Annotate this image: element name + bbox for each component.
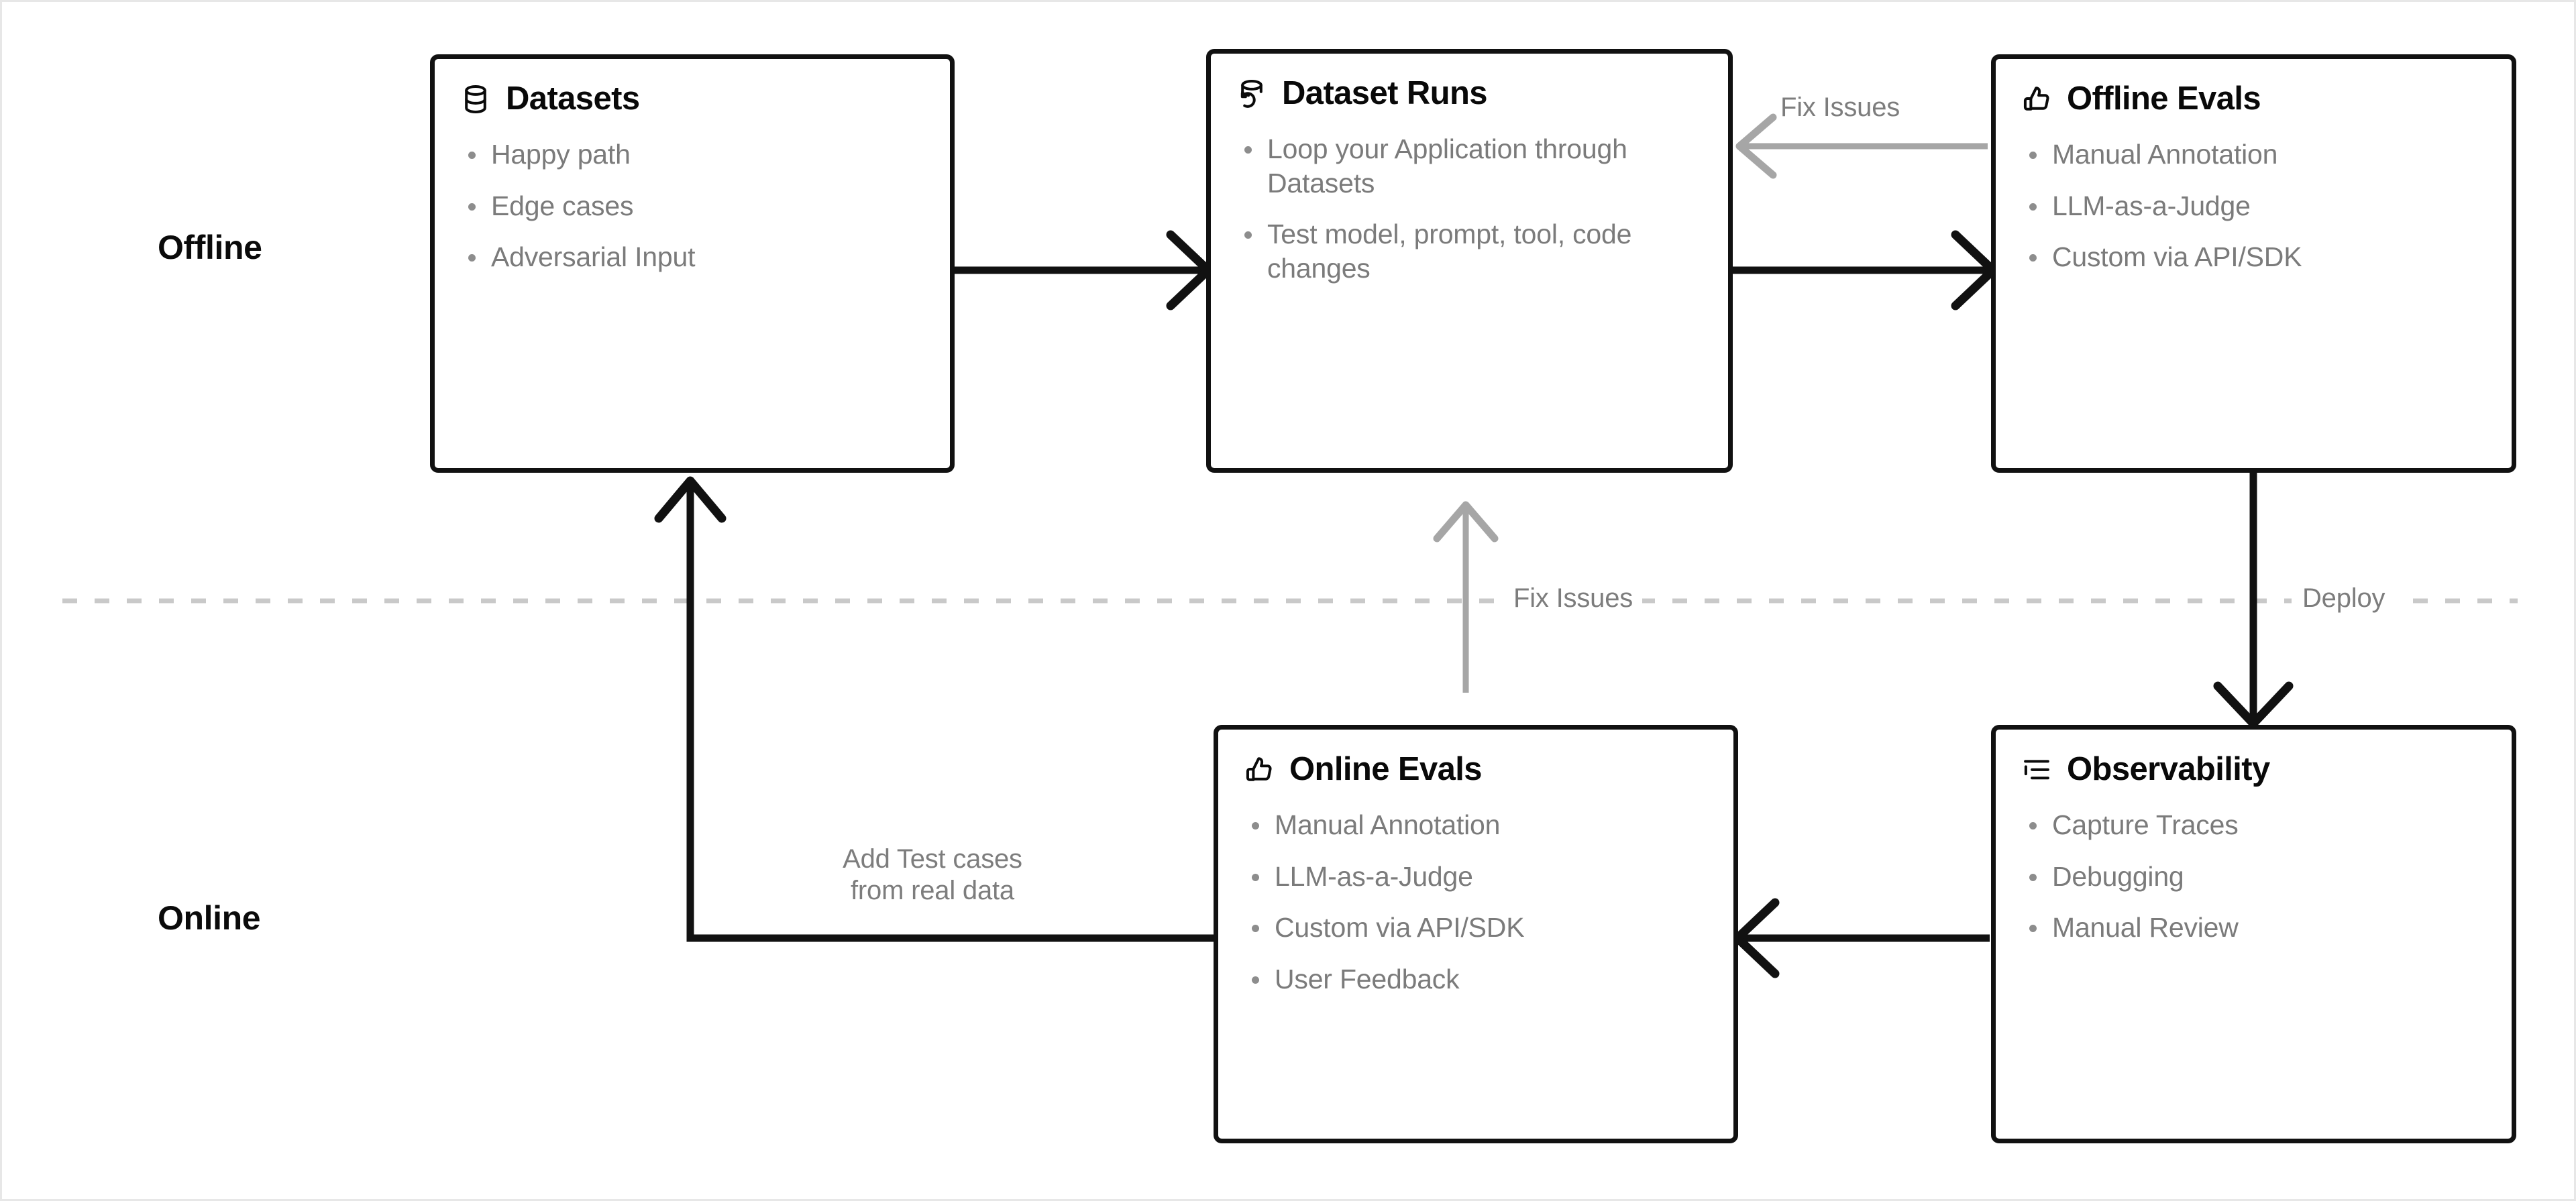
edge-dataset-runs-to-offline-evals: [1733, 230, 1998, 310]
list-item: Loop your Application through Datasets: [1236, 132, 1703, 200]
edge-offline-evals-to-dataset-runs: [1735, 113, 1988, 179]
list-item: LLM-as-a-Judge: [2021, 189, 2486, 223]
node-observability[interactable]: Observability Capture Traces Debugging M…: [1991, 725, 2516, 1143]
edge-datasets-to-dataset-runs: [955, 230, 1213, 310]
node-datasets[interactable]: Datasets Happy path Edge cases Adversari…: [430, 54, 955, 473]
node-online-evals-list: Manual Annotation LLM-as-a-Judge Custom …: [1244, 808, 1708, 996]
list-item: Manual Annotation: [2021, 137, 2486, 171]
node-offline-evals-header: Offline Evals: [2021, 80, 2486, 117]
row-label-online: Online: [158, 899, 261, 937]
list-item: Manual Annotation: [1244, 808, 1708, 842]
node-datasets-title: Datasets: [506, 80, 640, 117]
node-offline-evals-list: Manual Annotation LLM-as-a-Judge Custom …: [2021, 137, 2486, 274]
list-item: Edge cases: [460, 189, 924, 223]
list-item: Manual Review: [2021, 911, 2486, 944]
edge-label-deploy: Deploy: [2292, 583, 2396, 615]
edge-offline-evals-to-observability: [2213, 473, 2294, 728]
list-item: LLM-as-a-Judge: [1244, 860, 1708, 893]
node-datasets-list: Happy path Edge cases Adversarial Input: [460, 137, 924, 274]
edge-label-fix-issues-top: Fix Issues: [1780, 93, 1900, 122]
node-dataset-runs-list: Loop your Application through Datasets T…: [1236, 132, 1703, 285]
thumbs-up-icon: [2023, 87, 2049, 111]
list-item: Capture Traces: [2021, 808, 2486, 842]
list-item: Custom via API/SDK: [1244, 911, 1708, 944]
node-offline-evals-title: Offline Evals: [2067, 80, 2261, 117]
database-refresh-icon: [1240, 79, 1263, 108]
list-item: Test model, prompt, tool, code changes: [1236, 217, 1703, 285]
row-label-offline: Offline: [158, 229, 262, 266]
node-observability-title: Observability: [2067, 751, 2270, 787]
list-indent-icon: [2024, 760, 2049, 779]
list-item: Adversarial Input: [460, 240, 924, 274]
list-item: Debugging: [2021, 860, 2486, 893]
edge-online-evals-to-dataset-runs: [1433, 501, 1499, 693]
node-observability-header: Observability: [2021, 752, 2486, 787]
list-item: Custom via API/SDK: [2021, 240, 2486, 274]
node-dataset-runs-title: Dataset Runs: [1282, 75, 1488, 111]
node-online-evals[interactable]: Online Evals Manual Annotation LLM-as-a-…: [1214, 725, 1738, 1143]
list-item: Happy path: [460, 137, 924, 171]
list-item: User Feedback: [1244, 962, 1708, 996]
node-observability-list: Capture Traces Debugging Manual Review: [2021, 808, 2486, 944]
node-online-evals-title: Online Evals: [1289, 751, 1483, 787]
database-icon: [465, 84, 486, 113]
node-offline-evals[interactable]: Offline Evals Manual Annotation LLM-as-a…: [1991, 54, 2516, 473]
thumbs-up-icon: [1246, 757, 1272, 781]
edge-label-add-test-cases: Add Test cases from real data: [843, 844, 1022, 906]
node-dataset-runs[interactable]: Dataset Runs Loop your Application throu…: [1206, 49, 1733, 473]
node-datasets-header: Datasets: [460, 80, 924, 117]
edge-observability-to-online-evals: [1733, 898, 1990, 978]
edge-label-fix-issues-mid: Fix Issues: [1504, 583, 1643, 615]
node-dataset-runs-header: Dataset Runs: [1236, 76, 1703, 111]
node-online-evals-header: Online Evals: [1244, 752, 1708, 787]
